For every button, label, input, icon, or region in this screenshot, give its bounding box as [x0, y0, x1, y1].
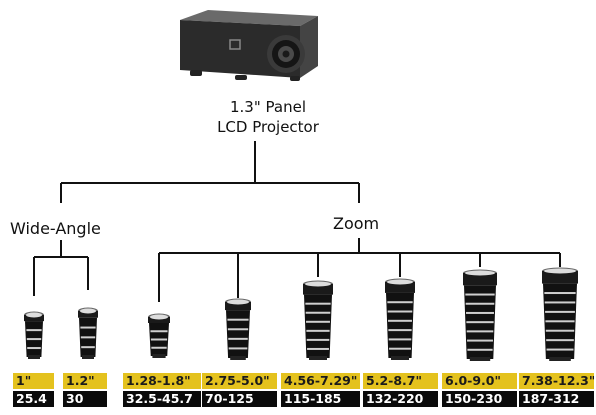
projector-title-line2: LCD Projector [217, 118, 319, 136]
lens-5-inches: 4.56-7.29" [281, 373, 360, 389]
projector-title-line1: 1.3" Panel [230, 98, 306, 116]
lens-1-mm: 25.4 [13, 391, 54, 407]
lens-icon-8 [542, 267, 578, 361]
projector-icon [180, 10, 318, 81]
lens-2-mm: 30 [63, 391, 107, 407]
group-label-zoom: Zoom [333, 214, 380, 233]
lens-1-inches: 1" [13, 373, 54, 389]
lens-7-mm: 150-230 [442, 391, 517, 407]
lens-icon-7 [463, 269, 497, 361]
lens-icons [24, 267, 578, 361]
lens-5-mm: 115-185 [281, 391, 360, 407]
group-label-wide-angle: Wide-Angle [10, 219, 101, 238]
lens-4-inches: 2.75-5.0" [202, 373, 277, 389]
lens-3-inches: 1.28-1.8" [123, 373, 201, 389]
lens-icon-4 [225, 298, 251, 360]
lens-3-mm: 32.5-45.7 [123, 391, 201, 407]
lens-icon-6 [385, 278, 415, 360]
lens-2-inches: 1.2" [63, 373, 107, 389]
lens-icon-1 [24, 311, 44, 359]
lens-4-mm: 70-125 [202, 391, 277, 407]
lens-icon-5 [303, 280, 333, 360]
lens-8-mm: 187-312 [519, 391, 594, 407]
lens-icon-2 [78, 307, 98, 359]
lens-7-inches: 6.0-9.0" [442, 373, 517, 389]
lens-8-inches: 7.38-12.3" [519, 373, 594, 389]
projector-title: 1.3" Panel LCD Projector [198, 97, 338, 137]
tree-connectors [33, 141, 561, 302]
lens-6-inches: 5.2-8.7" [363, 373, 438, 389]
lens-icon-3 [148, 313, 170, 358]
lens-6-mm: 132-220 [363, 391, 438, 407]
